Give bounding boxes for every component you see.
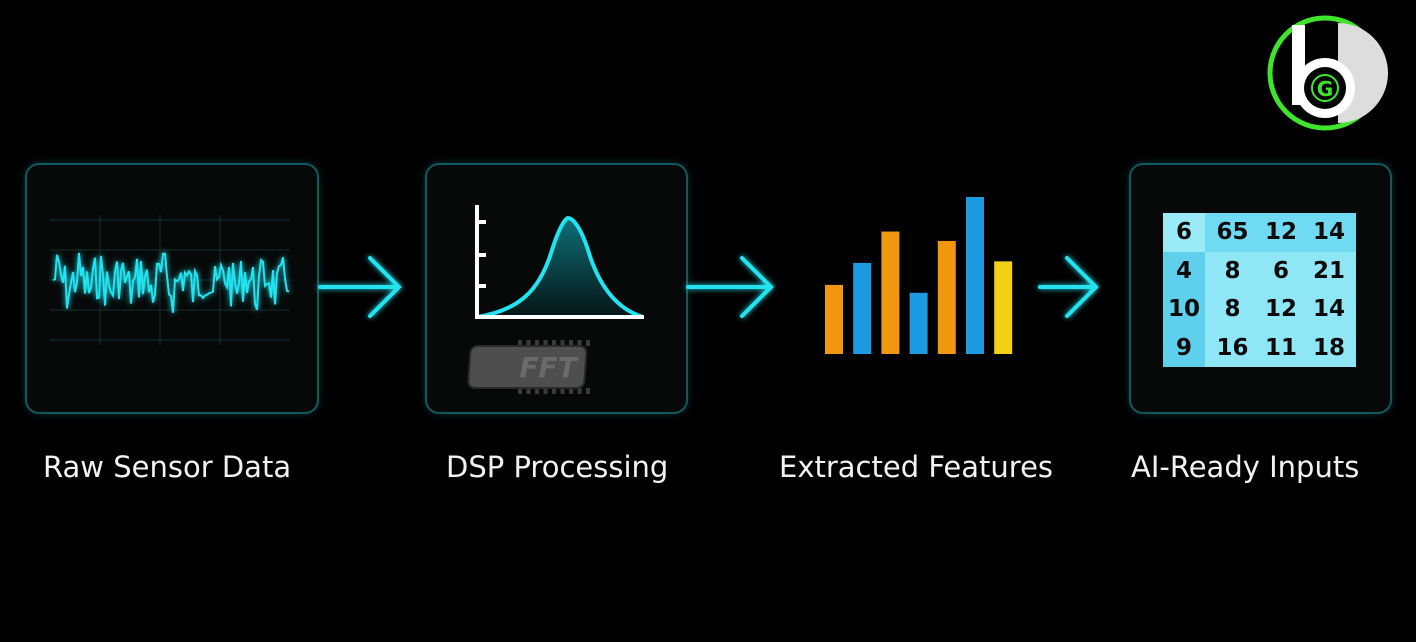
arrow-3 xyxy=(1038,256,1099,318)
feature-bar xyxy=(853,262,872,354)
feature-bar xyxy=(825,284,843,354)
sensor-waveform xyxy=(52,252,290,313)
matrix-cell: 10 xyxy=(1163,290,1205,329)
matrix-cell: 4 xyxy=(1163,251,1205,290)
matrix-cell: 8 xyxy=(1224,296,1241,323)
fft-spectrum-chart xyxy=(475,205,644,319)
matrix-cell: 8 xyxy=(1224,257,1241,284)
fft-chip-icon: FFT xyxy=(467,340,590,394)
svg-text:G: G xyxy=(1317,77,1333,101)
arrow-2 xyxy=(686,256,774,318)
feature-bars xyxy=(825,197,1013,354)
arrow-1 xyxy=(318,256,402,318)
label-extracted-features: Extracted Features xyxy=(779,450,1054,484)
waveform-grid xyxy=(50,215,290,345)
matrix-cell: 11 xyxy=(1264,334,1297,361)
matrix-cell: 14 xyxy=(1302,213,1356,252)
feature-bar xyxy=(994,261,1013,354)
feature-bar xyxy=(937,240,956,354)
logo: G xyxy=(1267,15,1388,131)
label-dsp-processing: DSP Processing xyxy=(446,450,669,484)
label-raw-sensor-data: Raw Sensor Data xyxy=(43,450,292,484)
matrix-cell: 18 xyxy=(1312,334,1345,361)
matrix-cell: 6 xyxy=(1163,213,1205,252)
matrix-cell: 65 xyxy=(1205,213,1260,252)
matrix-cell: 12 xyxy=(1264,296,1297,323)
label-ai-ready-inputs: AI-Ready Inputs xyxy=(1131,450,1360,484)
matrix-cell: 6 xyxy=(1272,257,1289,284)
feature-bar xyxy=(909,292,928,354)
matrix-cell: 9 xyxy=(1163,328,1205,367)
matrix-cell: 16 xyxy=(1216,334,1249,361)
matrix-cell: 21 xyxy=(1312,257,1345,284)
chip-label: FFT xyxy=(519,351,578,384)
matrix-cell: 12 xyxy=(1260,213,1302,252)
feature-bar xyxy=(966,197,984,354)
matrix-cell: 14 xyxy=(1312,296,1345,323)
feature-bar xyxy=(881,231,900,354)
